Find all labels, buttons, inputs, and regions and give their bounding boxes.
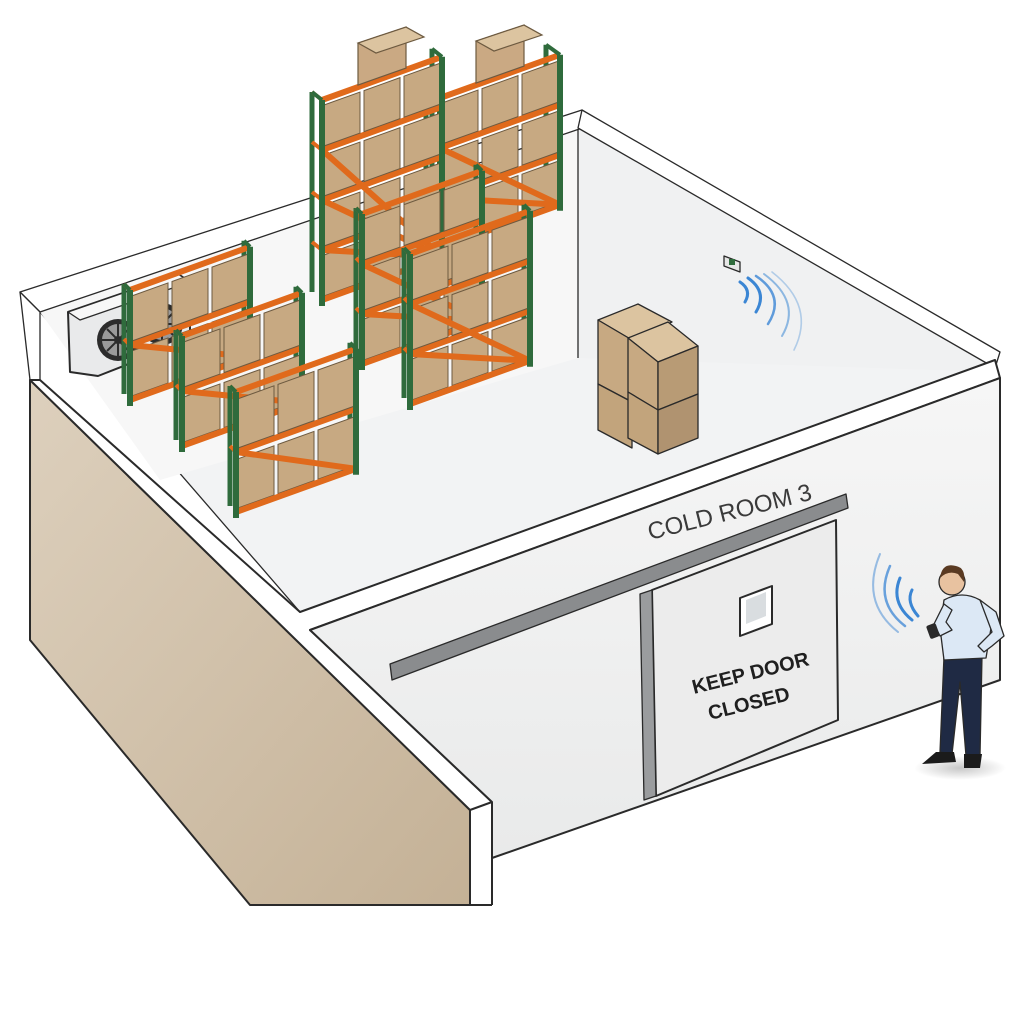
box xyxy=(403,190,441,247)
temperature-sensor-icon xyxy=(723,255,741,273)
rack-beam xyxy=(180,289,304,339)
rack-beam xyxy=(408,207,532,257)
box xyxy=(481,74,519,131)
rack-beam xyxy=(320,153,444,203)
rack-beam xyxy=(234,345,358,395)
storage-racks xyxy=(121,24,563,518)
rack-beam xyxy=(234,465,358,515)
rack-beam xyxy=(128,298,252,348)
top-box xyxy=(474,24,544,52)
top-box xyxy=(356,26,426,54)
rack-top-brace xyxy=(174,328,184,338)
box xyxy=(223,313,261,374)
rack-top-brace xyxy=(474,163,484,173)
rack-beam xyxy=(438,145,562,208)
rack-beam xyxy=(438,51,562,101)
rack-back-right xyxy=(423,24,563,254)
rack-beam xyxy=(128,243,252,293)
rack-beam xyxy=(408,301,532,364)
rack-left-3 xyxy=(227,341,359,518)
rack-beam xyxy=(438,101,562,151)
right-back-wall xyxy=(578,128,995,372)
rack-top-brace xyxy=(354,206,364,216)
rack-top-brace xyxy=(228,384,238,394)
box xyxy=(363,76,401,133)
rack-top-brace xyxy=(310,90,324,102)
door-track xyxy=(389,493,849,681)
rack-beam xyxy=(320,103,444,153)
rack-beam xyxy=(408,257,532,307)
rack-beam xyxy=(234,405,358,455)
rack-top-brace xyxy=(122,282,132,292)
sliding-door xyxy=(639,519,839,801)
rack-top-brace xyxy=(242,239,252,249)
rack-beam xyxy=(180,344,304,394)
sensor-wireless-signal-icon xyxy=(738,271,803,351)
rack-beam xyxy=(408,357,532,407)
rack-beam xyxy=(360,217,484,267)
rack-top-brace xyxy=(544,43,562,57)
rack-beam xyxy=(409,351,531,364)
worker-icon xyxy=(914,565,1006,780)
rack-top-brace xyxy=(294,285,304,295)
rack-beam xyxy=(360,167,484,217)
rack-top-brace xyxy=(430,47,444,59)
rack-beam xyxy=(235,449,357,472)
worker-wireless-signal-icon xyxy=(872,553,920,633)
box xyxy=(481,124,519,181)
box xyxy=(451,230,489,287)
pallet-boxes xyxy=(597,303,699,455)
box xyxy=(171,267,209,328)
box xyxy=(363,126,401,183)
rack-top-brace xyxy=(402,246,412,256)
box xyxy=(451,280,489,337)
box xyxy=(277,370,315,435)
rack-back-left xyxy=(309,26,445,306)
rack-beam xyxy=(320,53,444,103)
rack-top-brace xyxy=(522,203,532,213)
handheld-device-icon xyxy=(926,623,940,639)
rack-middle-2 xyxy=(401,203,533,410)
